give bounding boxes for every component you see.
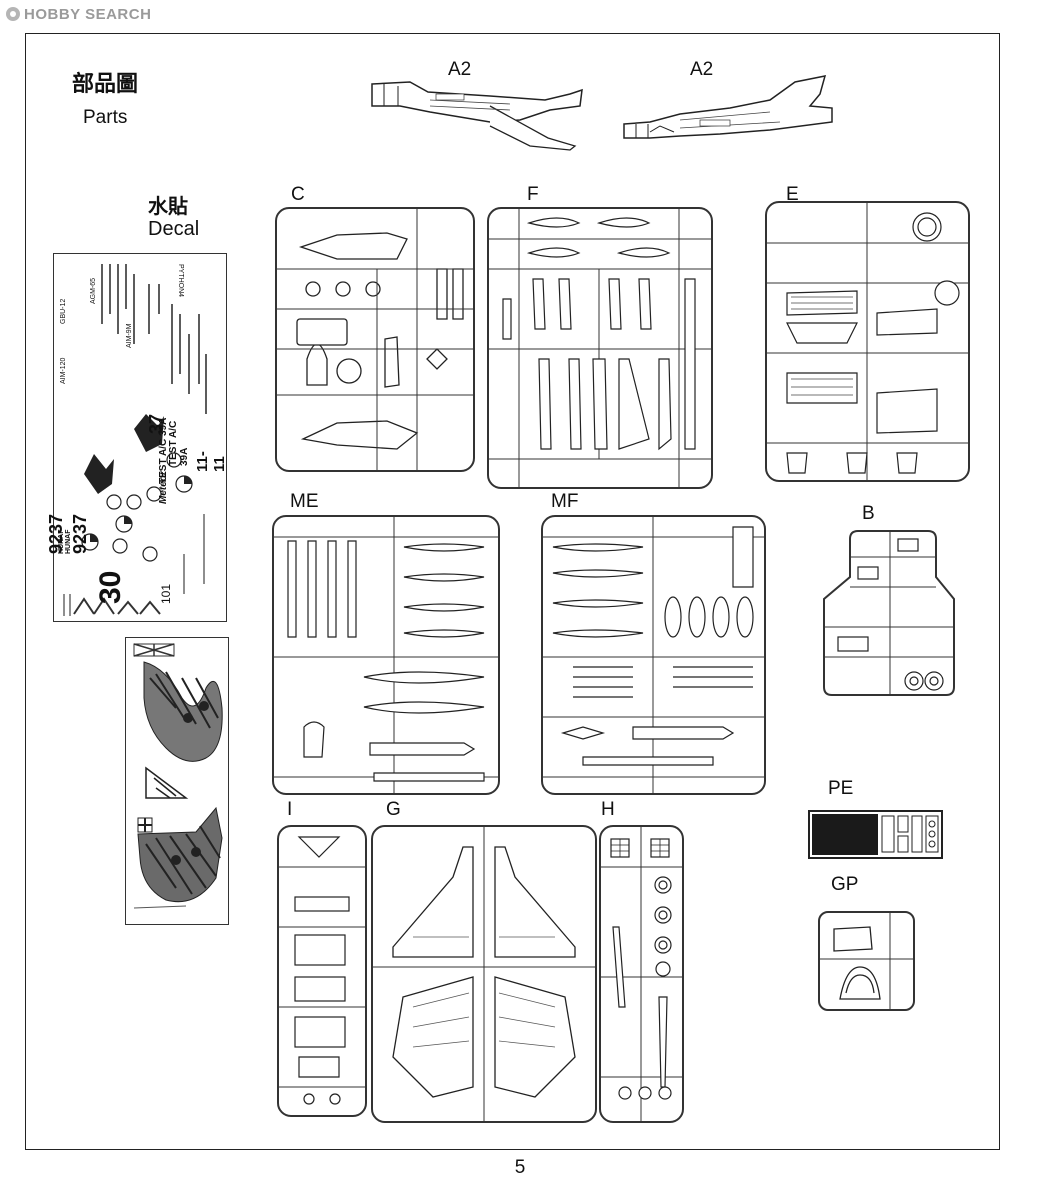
decal-hunaf-1: HUNAF — [58, 529, 65, 555]
label-a2-left: A2 — [448, 59, 472, 80]
decal-number-9237-b: 9237 — [70, 513, 90, 554]
decal-hunaf-2: HUNAF — [65, 529, 72, 555]
pe-photo-etch-sheet — [808, 810, 943, 859]
label-f: F — [527, 184, 539, 205]
decal-gbu-12: GBU-12 — [60, 298, 67, 324]
sprue-g — [371, 825, 597, 1123]
label-a2-right: A2 — [690, 59, 714, 80]
sprue-c — [275, 207, 475, 472]
decal-aim-9m: AIM-9M — [126, 323, 133, 349]
decal-title-english: Decal — [148, 218, 200, 240]
sprue-h — [599, 825, 684, 1123]
watermark-text: HOBBY SEARCH — [24, 5, 152, 23]
decal-sheet-markings: 9237 9237 30 37 11-11 101 TEST A/C 39A T… — [46, 253, 228, 622]
hobby-search-watermark: HOBBY SEARCH — [6, 4, 151, 24]
label-c: C — [291, 184, 305, 205]
part-a2-fuselage-left — [370, 76, 585, 156]
hobby-search-logo-icon — [6, 7, 20, 21]
label-pe: PE — [828, 778, 854, 799]
decal-title-chinese: 水貼 — [148, 194, 188, 218]
label-gp: GP — [831, 874, 859, 895]
decal-number-11-11: 11-11 — [194, 451, 228, 472]
label-h: H — [601, 799, 615, 820]
label-b: B — [862, 503, 875, 524]
sprue-gp-clear — [818, 911, 915, 1011]
decal-number-30: 30 — [94, 570, 127, 604]
decal-aim-120: AIM-120 — [60, 357, 67, 384]
sprue-me — [272, 515, 500, 795]
label-g: G — [386, 799, 401, 820]
label-me: ME — [290, 491, 319, 512]
parts-title-english: Parts — [83, 107, 128, 128]
label-i: I — [287, 799, 293, 820]
decal-test-ac-2: TEST A/C 39A — [168, 420, 190, 466]
sprue-mf — [541, 515, 766, 795]
decal-agm-65: AGM-65 — [90, 277, 97, 304]
sprue-b — [818, 527, 960, 699]
decal-number-101: 101 — [159, 583, 173, 604]
page-number: 5 — [514, 1157, 526, 1178]
decal-meteor: Meteor — [158, 471, 169, 504]
sprue-f — [487, 207, 713, 489]
label-e: E — [786, 184, 799, 205]
parts-title-chinese: 部品圖 — [72, 72, 139, 97]
page-frame — [25, 33, 1000, 1150]
part-a2-fuselage-right — [620, 72, 835, 156]
decal-sheet-tiger — [125, 637, 229, 925]
sprue-i — [277, 825, 367, 1117]
sprue-e — [765, 201, 970, 482]
label-mf: MF — [551, 491, 579, 512]
decal-python4: PYTHON4 — [177, 264, 184, 298]
